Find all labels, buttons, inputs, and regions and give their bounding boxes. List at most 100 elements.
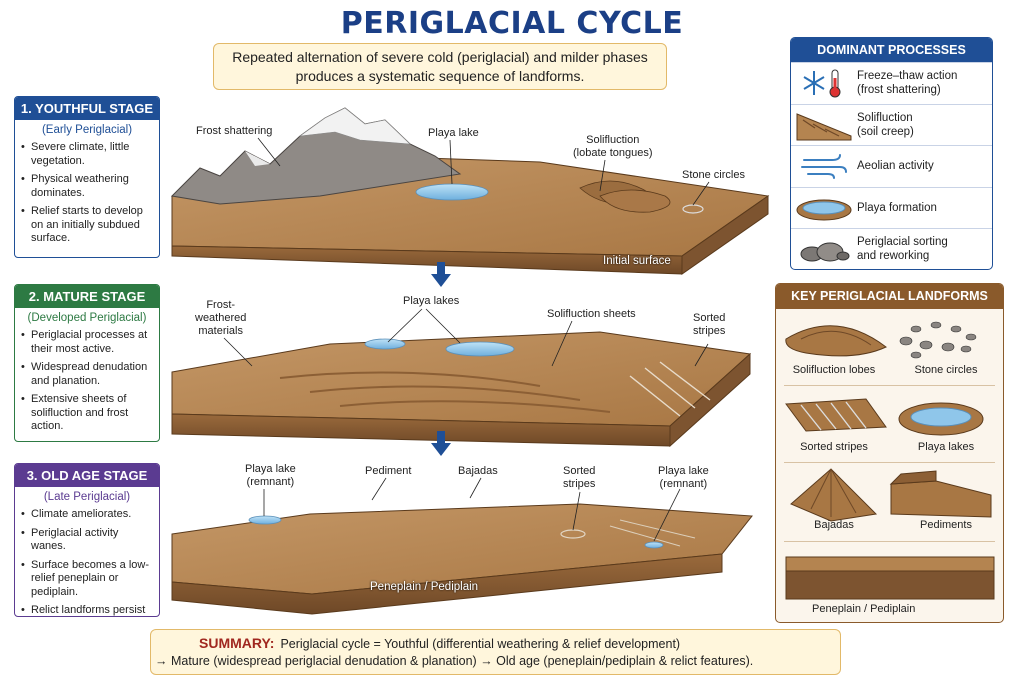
landscape-blocks: Frost shattering Playa lake Solifluction… xyxy=(160,96,780,616)
stage-subheading: (Developed Periglacial) xyxy=(27,312,147,324)
stage-bullets: Periglacial processes at their most acti… xyxy=(15,329,159,434)
label-initial-surface: Initial surface xyxy=(603,255,671,267)
key-landforms-panel: KEY PERIGLACIAL LANDFORMS xyxy=(775,283,1004,623)
label-sorted-stripes-old: Sorted stripes xyxy=(563,465,595,491)
youthful-stage-box: 1. YOUTHFUL STAGE (Early Periglacial) Se… xyxy=(14,96,160,258)
process-name: Freeze–thaw action xyxy=(857,70,958,83)
summary-line-2: → Mature (widespread periglacial denudat… xyxy=(155,654,754,668)
label-playa-remnant-left-line1: Playa lake xyxy=(245,463,296,475)
label-solifluction-sheets: Solifluction sheets xyxy=(547,308,636,320)
label-sorted-stripes-old-line2: stripes xyxy=(563,478,596,490)
landscape-illustration xyxy=(170,107,770,615)
stage-bullet: Severe climate, little vegetation. xyxy=(21,141,155,168)
stage-bullet: Widespread denudation and planation. xyxy=(21,361,155,388)
process-name: Periglacial sorting xyxy=(857,236,948,249)
label-frost-shattering: Frost shattering xyxy=(196,125,273,137)
label-sorted-stripes: Sorted stripes xyxy=(693,312,725,338)
label-playa-remnant-right-line1: Playa lake xyxy=(658,465,709,477)
intro-line-1: Repeated alternation of severe cold (per… xyxy=(232,49,648,65)
processes-heading: DOMINANT PROCESSES xyxy=(791,38,992,62)
landform-label: Stone circles xyxy=(914,364,978,376)
sorted-stripes-illustration xyxy=(785,398,887,432)
mature-stage-box: 2. MATURE STAGE (Developed Periglacial) … xyxy=(14,284,160,442)
landform-label: Solifluction lobes xyxy=(792,364,876,376)
landform-label: Playa lakes xyxy=(917,441,975,453)
stage-bullet: Surface becomes a low-relief peneplain o… xyxy=(21,559,155,600)
page-title: PERIGLACIAL CYCLE xyxy=(340,6,684,41)
label-solifluction: Solifluction (lobate tongues) xyxy=(573,134,653,160)
intro-line-2: produces a systematic sequence of landfo… xyxy=(295,68,585,84)
process-detail: (soil creep) xyxy=(857,125,914,138)
rocks-icon xyxy=(791,229,857,269)
landform-illustrations xyxy=(785,321,995,600)
bajadas-illustration xyxy=(790,468,878,522)
summary-line-1: SUMMARY:Periglacial cycle = Youthful (di… xyxy=(199,635,680,651)
label-playa-remnant-left-line2: (remnant) xyxy=(246,476,295,488)
stage-heading: 3. OLD AGE STAGE xyxy=(15,464,159,487)
stage-heading: 2. MATURE STAGE xyxy=(15,285,159,308)
landform-divider xyxy=(784,541,995,542)
label-frost-weathered-line1: Frost- xyxy=(206,299,236,311)
leader-lines xyxy=(223,137,710,542)
process-text: Periglacial sorting and reworking xyxy=(857,235,948,263)
old-age-stage-box: 3. OLD AGE STAGE (Late Periglacial) Clim… xyxy=(14,463,160,617)
label-frost-weathered-line2: weathered xyxy=(195,312,247,324)
process-name: Playa formation xyxy=(857,201,937,214)
process-row: Periglacial sorting and reworking xyxy=(791,228,992,269)
stage-arrows xyxy=(431,262,451,456)
stage-bullet: Relict landforms persist as subdued feat… xyxy=(21,604,155,616)
label-solifluction-line1: Solifluction xyxy=(586,134,640,146)
landform-label: Pediments xyxy=(920,519,972,531)
process-detail: (frost shattering) xyxy=(857,84,941,97)
process-text: Aeolian activity xyxy=(857,159,934,173)
label-playa-remnant-left: Playa lake (remnant) xyxy=(245,463,296,489)
stage-bullets: Severe climate, little vegetation. Physi… xyxy=(15,141,159,246)
stone-circles-illustration xyxy=(899,321,977,359)
label-playa-remnant-right: Playa lake (remnant) xyxy=(658,465,709,491)
peneplain-illustration xyxy=(785,556,995,600)
dominant-processes-panel: DOMINANT PROCESSES Freeze–thaw action (f… xyxy=(790,37,993,270)
stage-bullet: Climate ameliorates. xyxy=(21,508,155,522)
process-text: Solifluction (soil creep) xyxy=(857,111,914,139)
youthful-block xyxy=(170,107,770,275)
stage-bullet: Periglacial processes at their most acti… xyxy=(21,329,155,356)
process-detail: and reworking xyxy=(857,250,930,263)
label-frost-weathered: Frost- weathered materials xyxy=(195,299,246,338)
label-bajadas: Bajadas xyxy=(458,465,498,477)
label-stone-circles: Stone circles xyxy=(682,169,745,181)
process-name: Aeolian activity xyxy=(857,160,934,173)
stage-bullet: Extensive sheets of solifluction and fro… xyxy=(21,393,155,434)
wind-icon xyxy=(791,146,857,187)
process-row: Playa formation xyxy=(791,186,992,229)
stage-heading: 1. YOUTHFUL STAGE xyxy=(15,97,159,120)
process-row: Freeze–thaw action (frost shattering) xyxy=(791,62,992,104)
label-playa-lake: Playa lake xyxy=(428,127,479,139)
soil-creep-icon xyxy=(791,104,857,145)
process-row: Solifluction (soil creep) xyxy=(791,103,992,146)
label-sorted-stripes-old-line1: Sorted xyxy=(563,465,596,477)
mature-block xyxy=(171,331,752,448)
label-pediment: Pediment xyxy=(365,465,412,477)
summary-box: SUMMARY:Periglacial cycle = Youthful (di… xyxy=(150,629,841,675)
process-text: Playa formation xyxy=(857,201,937,215)
label-frost-weathered-line3: materials xyxy=(198,325,243,337)
summary-text-1: Periglacial cycle = Youthful (differenti… xyxy=(280,637,681,651)
label-playa-remnant-right-line2: (remnant) xyxy=(659,478,708,490)
snowflake-thermometer-icon xyxy=(791,63,857,104)
process-row: Aeolian activity xyxy=(791,145,992,187)
landform-label: Peneplain / Pediplain xyxy=(812,603,916,615)
label-sorted-stripes-line1: Sorted xyxy=(693,312,726,324)
pediments-illustration xyxy=(889,470,992,518)
old-age-block xyxy=(171,503,753,615)
solifluction-lobes-illustration xyxy=(785,325,887,357)
landform-label: Bajadas xyxy=(814,519,854,531)
landform-label: Sorted stripes xyxy=(800,441,868,453)
label-playa-lakes: Playa lakes xyxy=(403,295,460,307)
stage-subheading: (Early Periglacial) xyxy=(41,124,133,136)
stage-bullet: Physical weathering dominates. xyxy=(21,173,155,200)
landforms-heading: KEY PERIGLACIAL LANDFORMS xyxy=(776,284,1003,309)
landform-divider xyxy=(784,462,995,463)
process-name: Solifluction xyxy=(857,111,913,124)
intro-box: Repeated alternation of severe cold (per… xyxy=(213,43,667,90)
stage-bullet: Periglacial activity wanes. xyxy=(21,527,155,554)
